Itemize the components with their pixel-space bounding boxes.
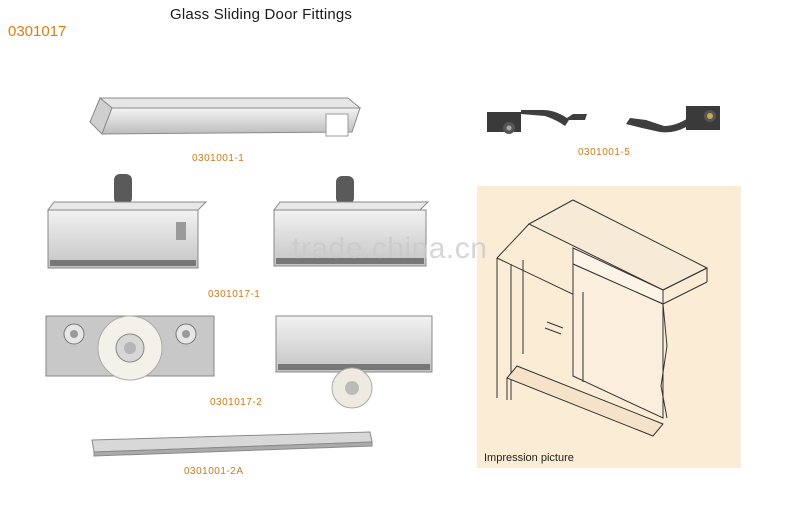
- part-label-0301001-2A: 0301001-2A: [184, 466, 244, 477]
- roller-clamp-image: [275, 315, 433, 409]
- product-code: 0301017: [8, 23, 67, 40]
- top-clamp-left-image: [47, 174, 208, 269]
- watermark-text: trade.china.cn: [292, 232, 488, 265]
- part-label-0301001-1: 0301001-1: [192, 153, 245, 164]
- bracket-right-image: [626, 106, 720, 133]
- top-clamp-right-image: [273, 176, 430, 267]
- cabinet-illustration: [496, 199, 709, 437]
- page-title: Glass Sliding Door Fittings: [170, 6, 353, 23]
- part-label-0301001-5: 0301001-5: [578, 147, 631, 158]
- bracket-left-image: [487, 110, 587, 134]
- roller-plate-image: [45, 315, 215, 381]
- impression-caption: Impression picture: [484, 452, 574, 464]
- guide-rail-image: [91, 431, 373, 457]
- channel-rail-image: [89, 97, 362, 137]
- part-label-0301017-1: 0301017-1: [208, 289, 261, 300]
- part-label-0301017-2: 0301017-2: [210, 397, 263, 408]
